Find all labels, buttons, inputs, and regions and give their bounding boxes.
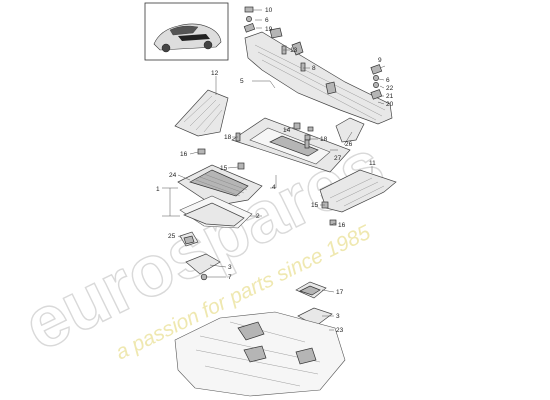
- callout-6-top: 6: [265, 17, 269, 24]
- callout-5: 5: [240, 78, 244, 85]
- filter-box: [177, 164, 263, 229]
- callout-15-right: 15: [311, 202, 319, 209]
- callout-19: 19: [265, 26, 273, 33]
- callout-1: 1: [156, 186, 160, 193]
- callout-9: 9: [378, 57, 382, 64]
- seal-lower-left: [185, 253, 221, 281]
- callout-7: 7: [228, 274, 232, 281]
- callout-8: 8: [312, 65, 316, 72]
- callout-16-top: 16: [180, 151, 188, 158]
- callout-15-top: 15: [220, 165, 228, 172]
- callout-16-right: 16: [338, 222, 346, 229]
- callout-25: 25: [168, 233, 176, 240]
- callout-10: 10: [265, 7, 273, 14]
- bracket-26: [335, 117, 365, 143]
- callout-3-right: 3: [336, 313, 340, 320]
- callout-12: 12: [211, 70, 219, 77]
- bracket-25: [179, 231, 199, 247]
- callout-23: 23: [336, 327, 344, 334]
- callout-24: 24: [169, 172, 177, 179]
- callout-6-right: 6: [386, 77, 390, 84]
- callout-22: 22: [386, 85, 394, 92]
- leader-lines: [162, 9, 386, 331]
- callout-13: 13: [290, 47, 298, 54]
- callout-4: 4: [272, 184, 276, 191]
- dashboard-body: [174, 311, 346, 397]
- callout-17: 17: [336, 289, 344, 296]
- cowl-panel: [244, 27, 393, 125]
- callout-3-left: 3: [228, 264, 232, 271]
- callout-26: 26: [345, 141, 353, 148]
- car-thumbnail: [144, 2, 229, 61]
- callout-18-right: 18: [320, 136, 328, 143]
- callout-18-left: 18: [224, 134, 232, 141]
- callout-2: 2: [256, 213, 260, 220]
- callout-21: 21: [386, 93, 394, 100]
- center-tray: [231, 117, 351, 173]
- callout-11: 11: [369, 160, 376, 167]
- vent-lower-right: [295, 281, 333, 332]
- callout-labels: 10 6 19 13 8 5 9 6 22 21 20 12 18 14 18 …: [156, 7, 394, 334]
- callout-20: 20: [386, 101, 394, 108]
- side-panel-left: [174, 89, 229, 137]
- callout-14: 14: [283, 127, 291, 134]
- callout-27: 27: [334, 155, 342, 162]
